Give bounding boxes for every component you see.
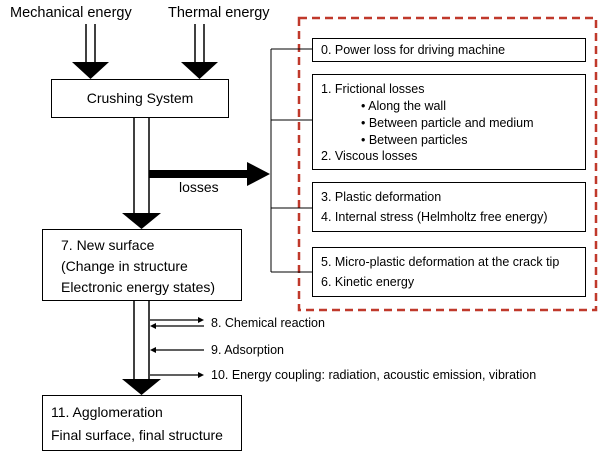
- energy-coupling-label: 10. Energy coupling: radiation, acoustic…: [211, 368, 537, 382]
- loss-box-crack-tip: 5. Micro-plastic deformation at the crac…: [312, 247, 586, 297]
- trunk-arrow-to-new-surface: [122, 118, 161, 229]
- new-surface-line2: (Change in structure: [61, 258, 188, 274]
- new-surface-box: 7. New surface (Change in structure Elec…: [42, 229, 242, 301]
- agglomeration-box: 11. Agglomeration Final surface, final s…: [42, 395, 242, 451]
- losses-label: losses: [179, 179, 219, 195]
- new-surface-line3: Electronic energy states): [61, 279, 216, 295]
- losses-arrow: [149, 162, 270, 186]
- loss-item-1: 1. Frictional losses: [321, 82, 425, 96]
- loss-item-0: 0. Power loss for driving machine: [321, 43, 506, 57]
- loss-box-deformation: 3. Plastic deformation 4. Internal stres…: [312, 182, 586, 232]
- crushing-system-box: Crushing System: [51, 79, 229, 118]
- chemical-reaction-label: 8. Chemical reaction: [211, 316, 325, 330]
- adsorption-label: 9. Adsorption: [211, 343, 284, 357]
- agglomeration-subtitle: Final surface, final structure: [51, 427, 223, 443]
- crushing-system-label: Crushing System: [86, 90, 194, 106]
- trunk-arrow-to-agglomeration: [122, 301, 161, 395]
- loss-box-power: 0. Power loss for driving machine: [312, 38, 586, 62]
- loss-bracket: [270, 48, 312, 273]
- loss-item-1c: • Between particles: [361, 133, 468, 147]
- loss-item-3: 3. Plastic deformation: [321, 190, 442, 204]
- mechanical-energy-label: Mechanical energy: [10, 5, 132, 21]
- chemical-reaction-arrows: [150, 317, 204, 329]
- adsorption-arrow: [150, 347, 204, 353]
- agglomeration-title: 11. Agglomeration: [51, 404, 163, 420]
- thermal-input-arrow: [181, 24, 218, 79]
- thermal-energy-label: Thermal energy: [168, 5, 270, 21]
- energy-coupling-arrow: [150, 372, 204, 378]
- loss-item-5: 5. Micro-plastic deformation at the crac…: [321, 255, 560, 269]
- loss-item-4: 4. Internal stress (Helmholtz free energ…: [321, 210, 548, 224]
- loss-item-2: 2. Viscous losses: [321, 149, 418, 163]
- loss-box-friction: 1. Frictional losses • Along the wall • …: [312, 74, 586, 170]
- mechanical-input-arrow: [72, 24, 109, 79]
- new-surface-title: 7. New surface: [61, 237, 155, 253]
- loss-item-1a: • Along the wall: [361, 99, 446, 113]
- loss-group-dashed-border: [297, 16, 598, 312]
- loss-item-1b: • Between particle and medium: [361, 116, 534, 130]
- loss-item-6: 6. Kinetic energy: [321, 275, 415, 289]
